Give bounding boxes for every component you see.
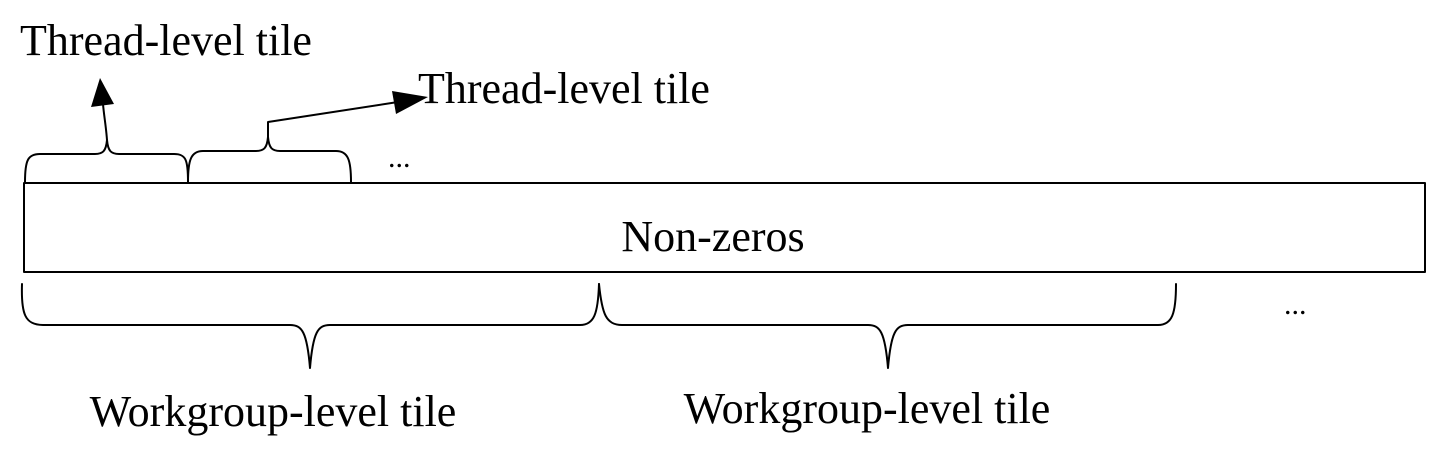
thread-tile-label-1: Thread-level tile bbox=[20, 16, 312, 65]
thread-tile-arrow-2 bbox=[267, 101, 399, 138]
thread-tile-ellipsis: ... bbox=[388, 141, 411, 174]
thread-tile-brace-2 bbox=[187, 136, 352, 183]
thread-tile-arrow-1-head bbox=[91, 78, 114, 107]
thread-tile-brace-1 bbox=[24, 139, 189, 183]
thread-tile-arrow-2-head bbox=[392, 91, 428, 114]
thread-tile-label-2: Thread-level tile bbox=[418, 64, 710, 113]
workgroup-tile-label-2: Workgroup-level tile bbox=[684, 384, 1051, 433]
non-zeros-array bbox=[23, 182, 1426, 273]
workgroup-tile-brace-2 bbox=[598, 283, 1177, 369]
workgroup-tile-ellipsis: ... bbox=[1284, 288, 1307, 321]
non-zeros-label: Non-zeros bbox=[621, 212, 804, 261]
workgroup-tile-label-1: Workgroup-level tile bbox=[90, 387, 457, 436]
workgroup-tile-brace-1 bbox=[20, 283, 600, 369]
thread-tile-arrow-1 bbox=[102, 103, 108, 141]
